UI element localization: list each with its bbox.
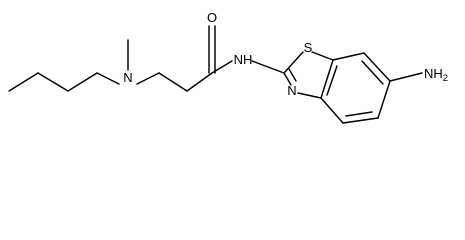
bond-c2-n-2 <box>288 68 297 82</box>
amine-nitrogen-label: N <box>123 70 132 85</box>
bond-c5-c4-1 <box>342 117 379 124</box>
sulfur-label: S <box>304 40 313 55</box>
oxygen-label: O <box>207 10 217 25</box>
chemical-structure: O NH S N N NH2 <box>8 10 448 124</box>
amino-subscript: 2 <box>443 73 448 84</box>
bond-c7-c6-1 <box>363 52 391 82</box>
bond-c7a-c7 <box>332 52 365 61</box>
bond-n-ch2 <box>136 72 160 85</box>
bonds <box>8 25 423 124</box>
bond-butyl-4 <box>96 72 120 85</box>
bond-s-c7a <box>311 51 334 61</box>
bond-n-c3a <box>297 92 322 99</box>
bond-ch2-ch2 <box>158 72 188 92</box>
bond-carbonyl-nh <box>211 60 233 74</box>
bond-c7-c6-2 <box>361 60 384 85</box>
atom-labels: O NH S N N NH2 <box>123 10 448 98</box>
bond-c2-n-1 <box>283 72 292 86</box>
amide-nh-label: NH <box>234 52 253 67</box>
bond-c5-c4-2 <box>345 111 373 117</box>
amino-nh-text: NH <box>424 66 443 81</box>
bond-c6-c5 <box>377 80 391 119</box>
bond-butyl-1 <box>8 72 39 92</box>
bond-c4-c3a <box>320 97 344 124</box>
ring-nitrogen-label: N <box>287 83 296 98</box>
bond-ch2-carbonyl <box>186 72 213 92</box>
bond-c3a-c7a <box>320 59 334 99</box>
amino-label: NH2 <box>424 66 448 84</box>
bond-c2-s <box>283 51 304 74</box>
bond-c6-nh2 <box>389 72 423 82</box>
bond-c3a-c7a-inner <box>326 65 338 96</box>
bond-butyl-3 <box>67 72 98 92</box>
bond-nh-c2 <box>251 60 285 74</box>
bond-butyl-2 <box>37 72 69 92</box>
